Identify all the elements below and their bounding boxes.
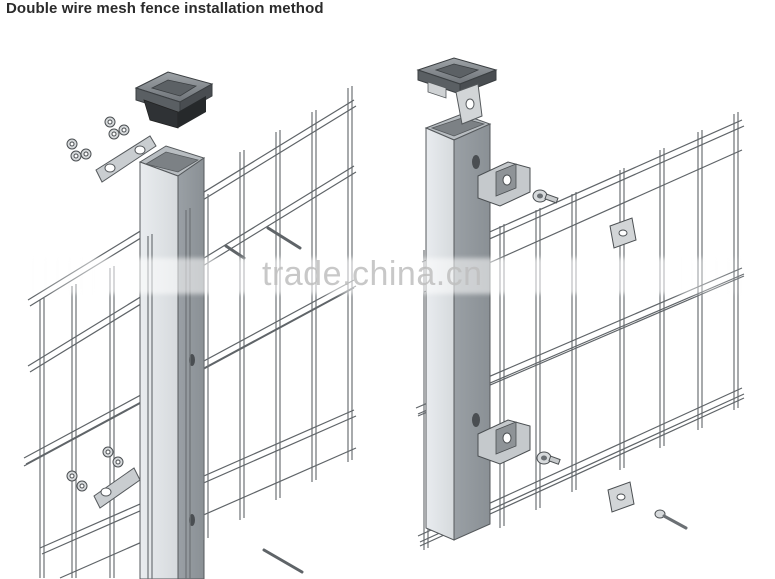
right-lower-screw [536, 451, 561, 465]
right-loose-screw [654, 509, 688, 530]
right-lower-bracket [477, 419, 561, 465]
left-bolt-2 [224, 244, 246, 260]
left-top-nut-1 [104, 116, 130, 140]
left-top-nut-2 [66, 138, 92, 162]
watermark-text: trade.china.cn [262, 255, 483, 293]
left-bolt-1 [266, 226, 302, 250]
left-lower-nut-2 [66, 470, 88, 492]
left-lower-nut-1 [102, 446, 124, 468]
right-post-cap [416, 57, 498, 125]
left-post [138, 145, 206, 579]
left-lower-clamp [66, 446, 304, 574]
left-top-clamp [66, 116, 302, 260]
right-clamp-plate-lower [607, 481, 635, 513]
watermark-band [22, 258, 752, 294]
diagram-title: Double wire mesh fence installation meth… [6, 0, 324, 17]
right-clamp-plate-upper [609, 217, 637, 249]
right-upper-screw [532, 189, 559, 204]
left-mesh-vertical-wires [39, 86, 353, 578]
right-upper-bracket [477, 161, 559, 207]
left-post-cap [134, 71, 214, 129]
left-bolt-3 [262, 548, 304, 574]
left-mesh-panel [23, 86, 357, 579]
left-assembly [23, 71, 357, 579]
right-assembly [415, 57, 745, 550]
